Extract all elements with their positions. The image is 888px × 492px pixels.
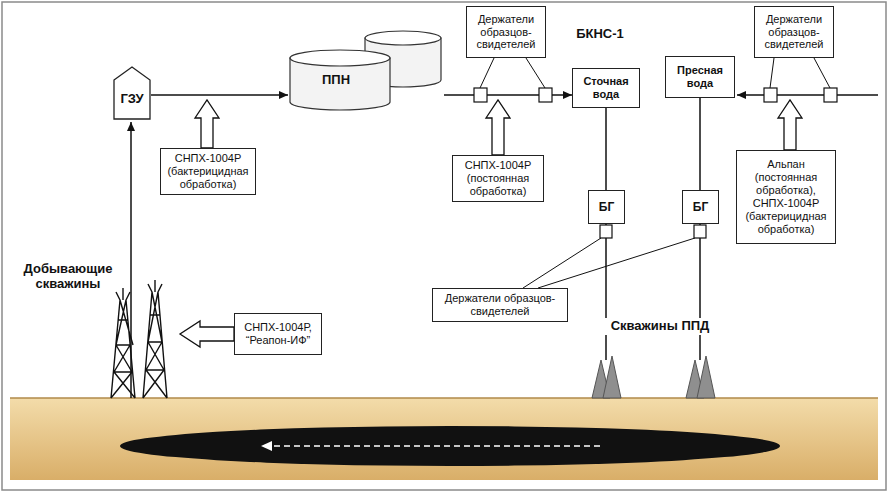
injection-pipe <box>699 224 701 360</box>
pipe-connector <box>444 94 572 96</box>
injection-pipe <box>605 224 607 360</box>
house-outline <box>114 67 150 119</box>
fresh-water-pipe <box>737 94 878 96</box>
label-text: Добывающие скважины <box>18 262 118 292</box>
process-box: Держатели образцов-свидетелей <box>754 6 834 58</box>
leader-line <box>526 58 545 88</box>
pipe-connector <box>151 94 288 96</box>
node-text: Держатели образцов-свидетелей <box>438 292 562 318</box>
process-box: Держатели образцов-свидетелей <box>466 6 546 58</box>
process-box: БГ <box>588 190 625 224</box>
injection-well <box>592 356 715 398</box>
label-text: БКНС-1 <box>560 27 640 42</box>
process-box: Сточная вода <box>572 68 640 108</box>
node-text: СНПХ-1004Р, “Реапон-ИФ” <box>240 321 316 347</box>
tank-outline <box>288 28 444 112</box>
node-text: ППН <box>322 72 350 87</box>
ground-line <box>10 397 878 399</box>
node-text: БГ <box>693 200 708 214</box>
node-text: Держатели образцов-свидетелей <box>760 13 828 52</box>
pipe-connector <box>605 108 607 190</box>
node-text: СНПХ-1004Р (постоянная обработка) <box>458 159 538 198</box>
process-box: СНПХ-1004Р (бактерицидная обработка) <box>160 148 256 195</box>
leader-line <box>814 58 830 88</box>
derrick <box>111 280 167 398</box>
dosing-arrow <box>180 100 802 347</box>
ground <box>10 398 878 480</box>
pipe-connector <box>699 98 701 190</box>
tank-group: ППН <box>288 28 444 112</box>
node-text: Сточная вода <box>578 75 634 101</box>
gzu-house: ГЗУ <box>113 66 151 120</box>
flow-arrow <box>262 445 600 447</box>
node-text: Пресная вода <box>671 64 729 90</box>
process-box: БГ <box>682 190 719 224</box>
label-text: Скважины ППД <box>604 318 716 335</box>
leader-line <box>770 58 774 88</box>
process-box: Держатели образцов-свидетелей <box>432 288 568 322</box>
node-text: БГ <box>599 200 614 214</box>
process-box: СНПХ-1004Р, “Реапон-ИФ” <box>234 313 322 355</box>
tank-outline <box>290 50 390 66</box>
node-text: СНПХ-1004Р (бактерицидная обработка) <box>166 152 250 191</box>
node-text: Альпан (постоянная обработка), СНПХ-1004… <box>742 158 830 236</box>
leader-line <box>480 58 494 88</box>
leader-line <box>538 238 695 288</box>
process-box: Альпан (постоянная обработка), СНПХ-1004… <box>736 150 836 244</box>
node-text: Держатели образцов-свидетелей <box>472 13 540 52</box>
process-box: Пресная вода <box>665 56 735 98</box>
node-text: ГЗУ <box>120 91 143 106</box>
oil-reservoir <box>120 426 780 466</box>
tank-outline <box>365 31 441 45</box>
process-box: СНПХ-1004Р (постоянная обработка) <box>452 155 544 202</box>
